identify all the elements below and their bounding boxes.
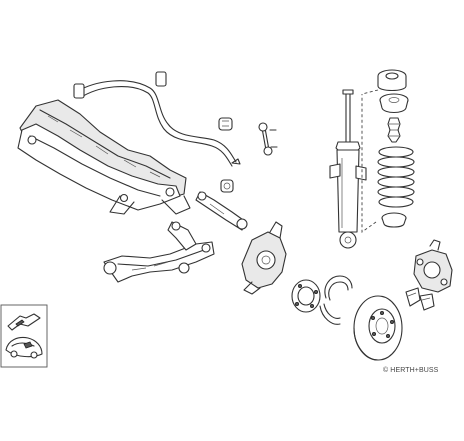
vehicle-locator-inset	[0, 304, 48, 368]
lower-spring-seat	[381, 212, 407, 228]
wheel-hub	[291, 279, 321, 313]
strut-top-mount	[377, 69, 407, 92]
bump-stop	[387, 117, 401, 143]
assembly-guide-line	[361, 89, 379, 233]
brake-shoes	[319, 275, 353, 325]
sway-bar-bushing	[218, 117, 233, 131]
upper-control-arm	[195, 191, 248, 231]
spring-seat	[379, 93, 409, 114]
subframe-bushing	[220, 179, 234, 193]
coil-spring	[377, 146, 415, 208]
stabilizer-link	[258, 122, 278, 156]
copyright-notice: © HERTH+BUSS	[383, 367, 439, 374]
steering-knuckle	[241, 221, 287, 295]
sway-bar	[73, 71, 241, 167]
trailing-arm	[103, 221, 215, 283]
subframe	[17, 99, 191, 215]
shock-absorber	[329, 89, 367, 249]
brake-pads	[405, 287, 435, 311]
brake-disc	[353, 295, 403, 361]
brake-caliper	[413, 239, 453, 293]
